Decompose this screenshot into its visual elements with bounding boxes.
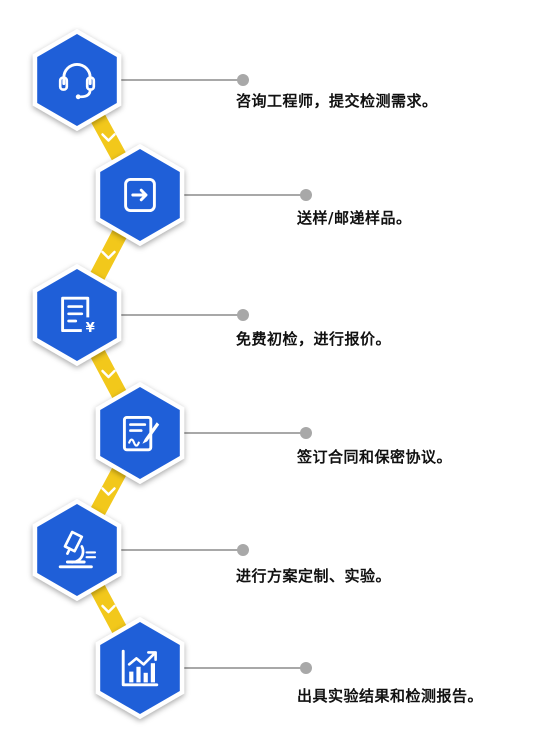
leader-dot: [300, 662, 312, 674]
step-4-hexagon: [95, 382, 185, 484]
step-2-label: 送样/邮递样品。: [297, 209, 412, 227]
leader-dot: [300, 189, 312, 201]
hexagon-group: [32, 29, 185, 719]
step-3-label: 免费初检，进行报价。: [236, 330, 392, 348]
chevron-down-icon: [101, 133, 116, 142]
step-3-hexagon: [32, 264, 122, 366]
chevron-down-icon: [101, 250, 116, 260]
step-1-hexagon: [32, 29, 122, 131]
step-5-label: 进行方案定制、实验。: [236, 567, 392, 585]
step-2-hexagon: [95, 144, 185, 246]
step-4-label: 签订合同和保密协议。: [297, 448, 453, 466]
step-1-label: 咨询工程师，提交检测需求。: [236, 92, 438, 110]
hexagon-fill: [100, 387, 180, 479]
leader-dot: [237, 544, 249, 556]
step-6-label: 出具实验结果和检测报告。: [297, 687, 484, 705]
hexagon-fill: [37, 34, 117, 126]
step-5-hexagon: [32, 499, 122, 601]
chevron-down-icon: [101, 487, 116, 496]
step-6-hexagon: [95, 617, 185, 719]
chevron-down-icon: [101, 369, 116, 379]
leader-dot: [300, 427, 312, 439]
hexagon-fill: [37, 504, 117, 596]
leader-dot: [237, 309, 249, 321]
leader-dot: [237, 74, 249, 86]
leader-line-group: [120, 74, 312, 674]
chevron-down-icon: [101, 604, 116, 614]
